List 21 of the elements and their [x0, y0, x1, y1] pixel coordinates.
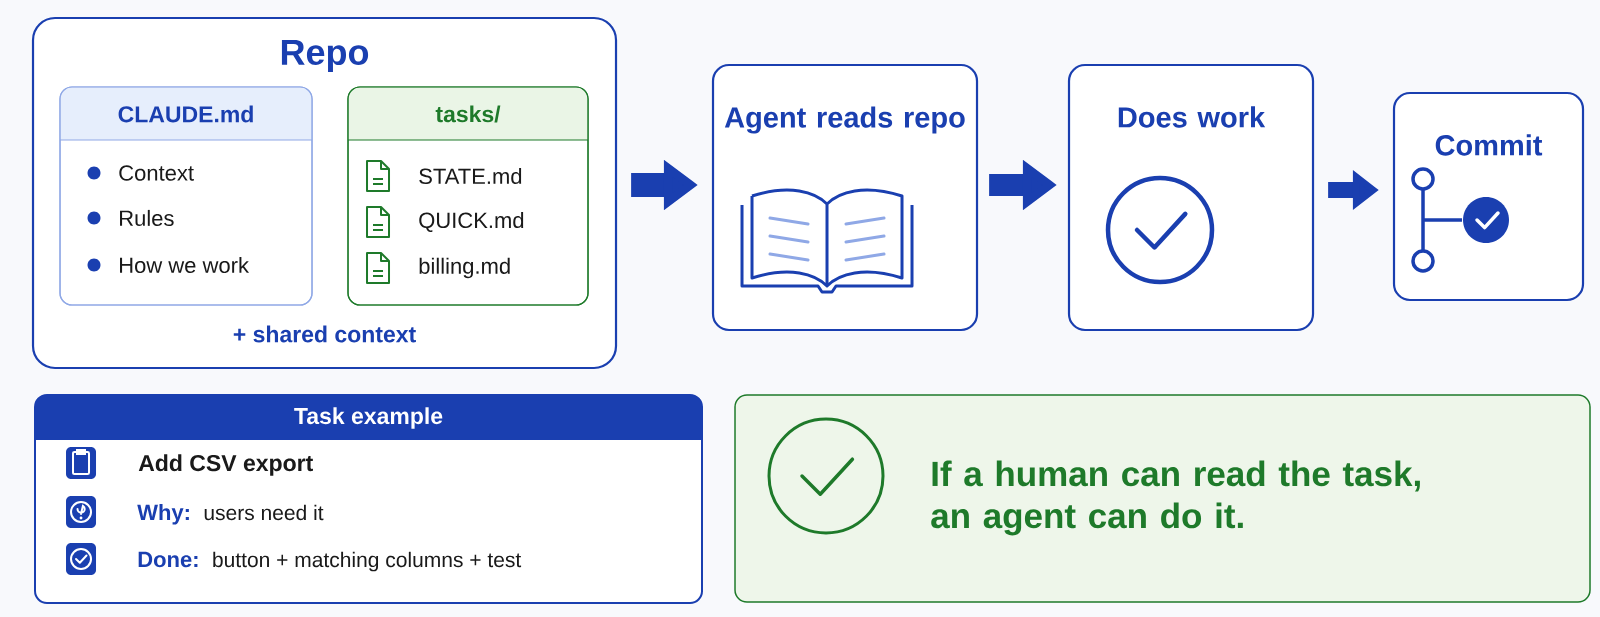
folder-card: tasks/ STATE.md QUICK.md billing.md: [347, 86, 589, 306]
node-label: Why:: [137, 504, 189, 525]
node-label: STATE.md: [419, 167, 522, 185]
node-label: users need it: [204, 504, 324, 521]
step-box: Does work: [1067, 63, 1315, 332]
node-label: Rules: [120, 209, 174, 227]
node-label: Context: [119, 165, 194, 181]
node-label: button + matching columns + test: [213, 551, 522, 572]
node-label: How we work: [120, 256, 250, 274]
node-label: Done:: [138, 551, 198, 568]
step-box: Agent reads repo: [711, 63, 979, 332]
file-card: CLAUDE.md Context Rules How we work: [59, 86, 313, 306]
message-box: If a human can read the task, an agent can do it.: [734, 394, 1591, 603]
node-label: CLAUDE.md: [118, 105, 253, 123]
node-label: Add CSV export: [138, 454, 313, 476]
node-label: Task example: [294, 407, 443, 429]
node-label: tasks/: [435, 105, 501, 123]
step-box: Commit: [1392, 91, 1585, 302]
node-label: billing.md: [419, 257, 510, 279]
node-label: QUICK.md: [419, 211, 524, 233]
task-card: Task example Add CSV export Why: users need it Done: button + matching columns + test: [34, 394, 703, 604]
